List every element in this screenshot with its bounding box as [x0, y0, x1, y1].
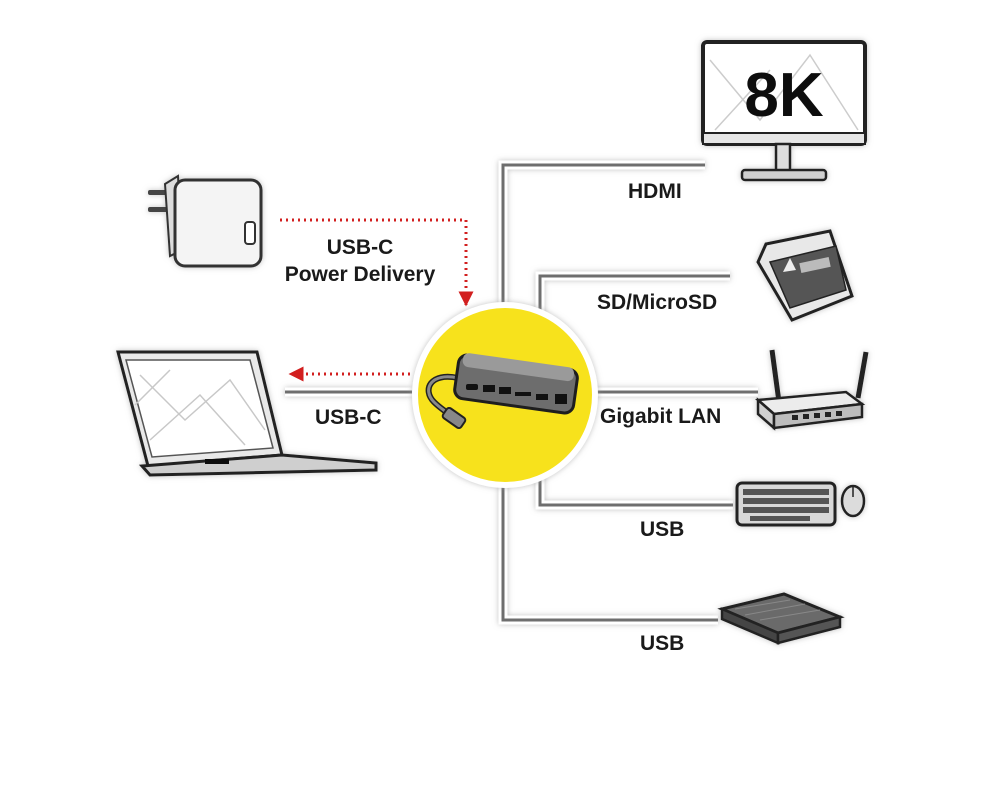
usb-c-pd-line1: USB-C — [326, 236, 394, 259]
laptop-usb-c-label: USB-C — [315, 406, 382, 429]
sd-card-icon — [756, 229, 854, 322]
usb-keyboard-label: USB — [640, 518, 685, 541]
external-drive-icon — [717, 592, 845, 645]
router-icon — [754, 349, 869, 431]
monitor-icon: 8K — [701, 40, 867, 182]
mouse-icon — [840, 484, 866, 518]
sd-microsd-label: SD/MicroSD — [597, 291, 718, 314]
keyboard-icon — [735, 481, 837, 527]
usb-c-pd-line2: Power Delivery — [284, 263, 436, 286]
power-delivery-arrow — [280, 218, 474, 307]
usb-c-hub-icon — [425, 353, 579, 430]
laptop-icon — [116, 350, 378, 477]
charger-icon — [148, 174, 263, 268]
monitor-badge: 8K — [744, 61, 823, 130]
usb-c-power-delivery-label: USB-C Power Delivery — [270, 234, 450, 288]
usb-drive-label: USB — [640, 632, 685, 655]
gigabit-lan-label: Gigabit LAN — [600, 405, 722, 428]
hdmi-label: HDMI — [628, 180, 682, 203]
